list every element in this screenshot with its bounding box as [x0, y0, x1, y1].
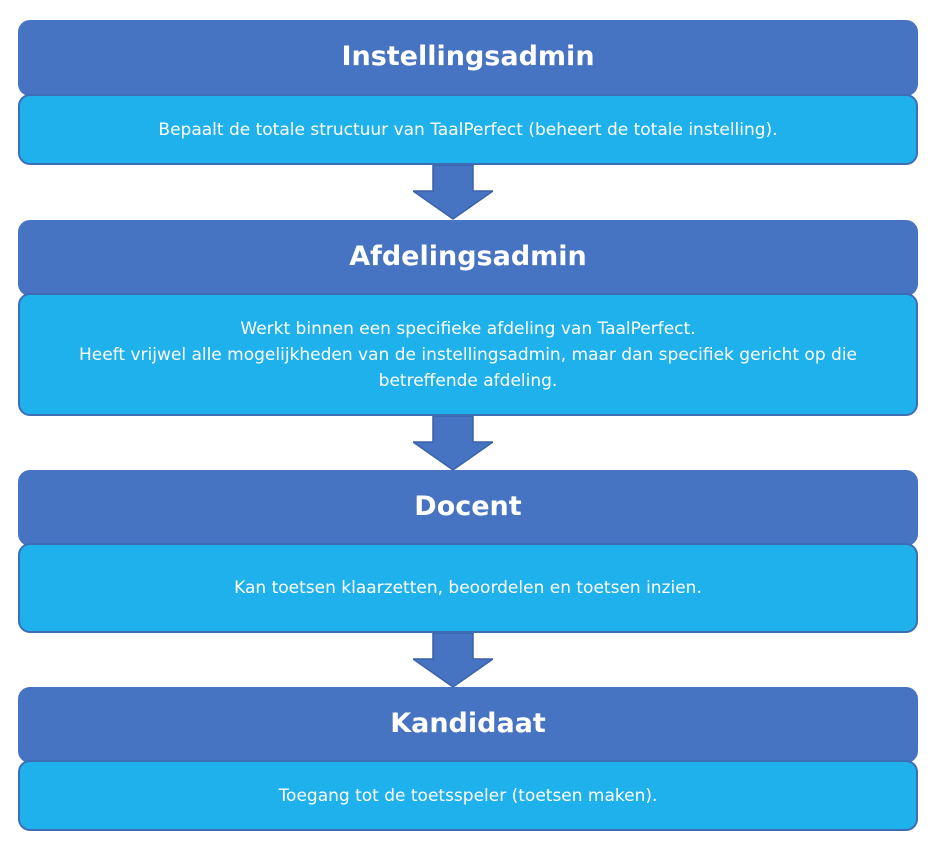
description-line: Heeft vrijwel alle mogelijkheden van de …	[79, 344, 857, 391]
role-description: Toegang tot de toetsspeler (toetsen make…	[18, 760, 918, 831]
role-title: Kandidaat	[18, 687, 918, 763]
arrow-down-icon	[413, 165, 493, 220]
role-description: Kan toetsen klaarzetten, beoordelen en t…	[18, 543, 918, 633]
role-title: Instellingsadmin	[18, 20, 918, 96]
role-title: Afdelingsadmin	[18, 220, 918, 296]
role-description: Bepaalt de totale structuur van TaalPerf…	[18, 94, 918, 165]
role-title: Docent	[18, 470, 918, 546]
arrow-down-icon	[413, 633, 493, 688]
description-line: Kan toetsen klaarzetten, beoordelen en t…	[234, 578, 702, 598]
description-line: Werkt binnen een specifieke afdeling van…	[240, 318, 696, 339]
role-description: Werkt binnen een specifieke afdeling van…	[18, 293, 918, 416]
description-line: Toegang tot de toetsspeler (toetsen make…	[278, 785, 658, 806]
description-line: Bepaalt de totale structuur van TaalPerf…	[158, 119, 778, 140]
arrow-down-icon	[413, 416, 493, 471]
